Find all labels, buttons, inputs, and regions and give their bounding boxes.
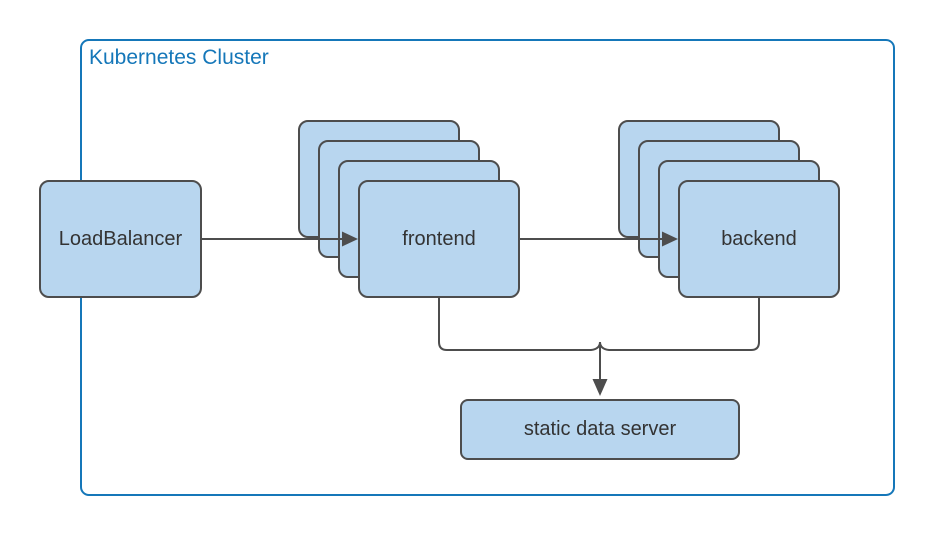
node-loadbalancer-label: LoadBalancer [58,227,183,250]
node-static-data-server-label: static data server [523,418,677,440]
cluster-label: Kubernetes Cluster [89,46,269,69]
node-static-data-server: static data server [460,399,740,460]
node-backend-label: backend [721,227,797,250]
node-loadbalancer: LoadBalancer [39,180,202,298]
node-frontend-label: frontend [402,227,476,250]
node-backend: backend [678,180,840,298]
node-frontend: frontend [358,180,520,298]
